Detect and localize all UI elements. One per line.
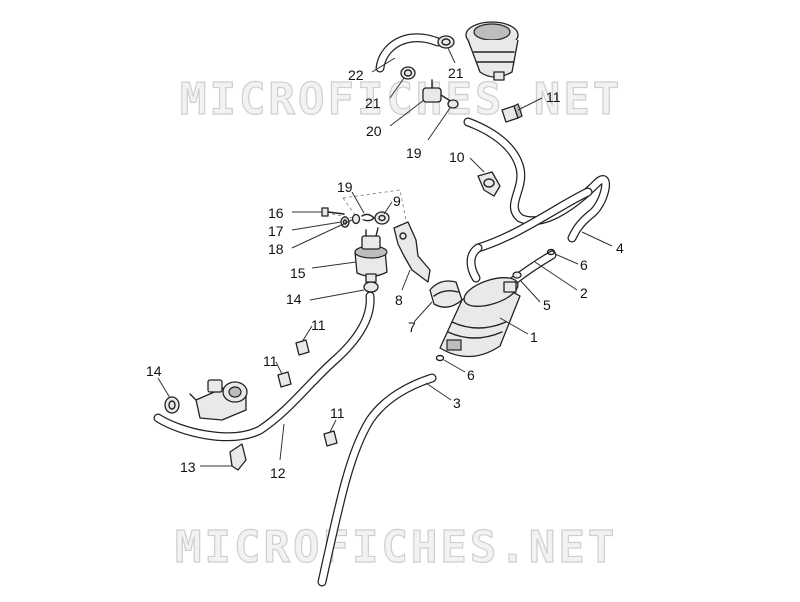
callout-14-lower: 14 (146, 363, 162, 379)
part-5-clamp (512, 271, 522, 279)
part-1-canister (439, 277, 521, 358)
callout-12: 12 (270, 465, 286, 481)
callout-9: 9 (393, 193, 401, 209)
callout-21-top: 21 (448, 65, 464, 81)
callout-11-third: 11 (263, 353, 278, 369)
callout-10: 10 (449, 149, 465, 165)
callout-7: 7 (408, 319, 416, 335)
part-4-hose (463, 117, 610, 283)
callout-13: 13 (180, 459, 196, 475)
part-14-clamp-lower (164, 396, 180, 414)
part-11-clip-3 (277, 371, 292, 388)
part-16-bolt (321, 207, 345, 217)
callout-20: 20 (366, 123, 382, 139)
callout-16: 16 (268, 205, 284, 221)
callout-1: 1 (530, 329, 538, 345)
part-6-clip-upper (546, 248, 556, 256)
part-11-clip-1 (501, 103, 523, 123)
part-14-clamp-upper (363, 281, 379, 293)
valve-assembly-lower (189, 379, 248, 421)
callout-15: 15 (290, 265, 306, 281)
callout-19-middle: 19 (337, 179, 353, 195)
callout-14-upper: 14 (286, 291, 302, 307)
part-21-clamp-top (437, 35, 455, 49)
part-22-hose (375, 33, 443, 73)
part-6-clip-lower (435, 354, 445, 362)
callout-5: 5 (543, 297, 551, 313)
part-8-bracket (393, 221, 431, 283)
callout-labels: 22 21 21 11 20 19 10 19 9 16 17 18 15 4 … (146, 65, 624, 481)
part-19-clip-top (447, 99, 459, 109)
part-18-washer (351, 213, 361, 225)
watermark-top: MICROFICHES.NET (180, 74, 622, 125)
callout-11-second: 11 (311, 317, 326, 333)
part-3-hose (317, 373, 437, 587)
part-21-clamp-left (400, 66, 416, 80)
watermark-bottom: MICROFICHES.NET (175, 522, 617, 573)
part-11-clip-4 (323, 430, 338, 447)
callout-21-left: 21 (365, 95, 381, 111)
part-11-clip-2 (295, 339, 310, 356)
callout-18: 18 (268, 241, 284, 257)
callout-2: 2 (580, 285, 588, 301)
callout-3: 3 (453, 395, 461, 411)
part-7-strap (429, 280, 463, 308)
callout-22: 22 (348, 67, 364, 83)
callout-6-lower: 6 (467, 367, 475, 383)
part-9-clamp (374, 211, 390, 225)
part-21-reservoir-cap (465, 21, 519, 81)
callout-8: 8 (395, 292, 403, 308)
part-12-hose (153, 291, 375, 442)
callout-11-top: 11 (546, 89, 561, 105)
part-19-clip-middle (361, 213, 375, 222)
callout-4: 4 (616, 240, 624, 256)
callout-17: 17 (268, 223, 284, 239)
leader-lines (157, 47, 613, 467)
part-10-bracket (477, 171, 501, 197)
callout-19-top: 19 (406, 145, 422, 161)
part-13-bracket (229, 443, 247, 471)
callout-6-upper: 6 (580, 257, 588, 273)
callout-11-fourth: 11 (330, 405, 345, 421)
part-15-valve (354, 227, 388, 283)
